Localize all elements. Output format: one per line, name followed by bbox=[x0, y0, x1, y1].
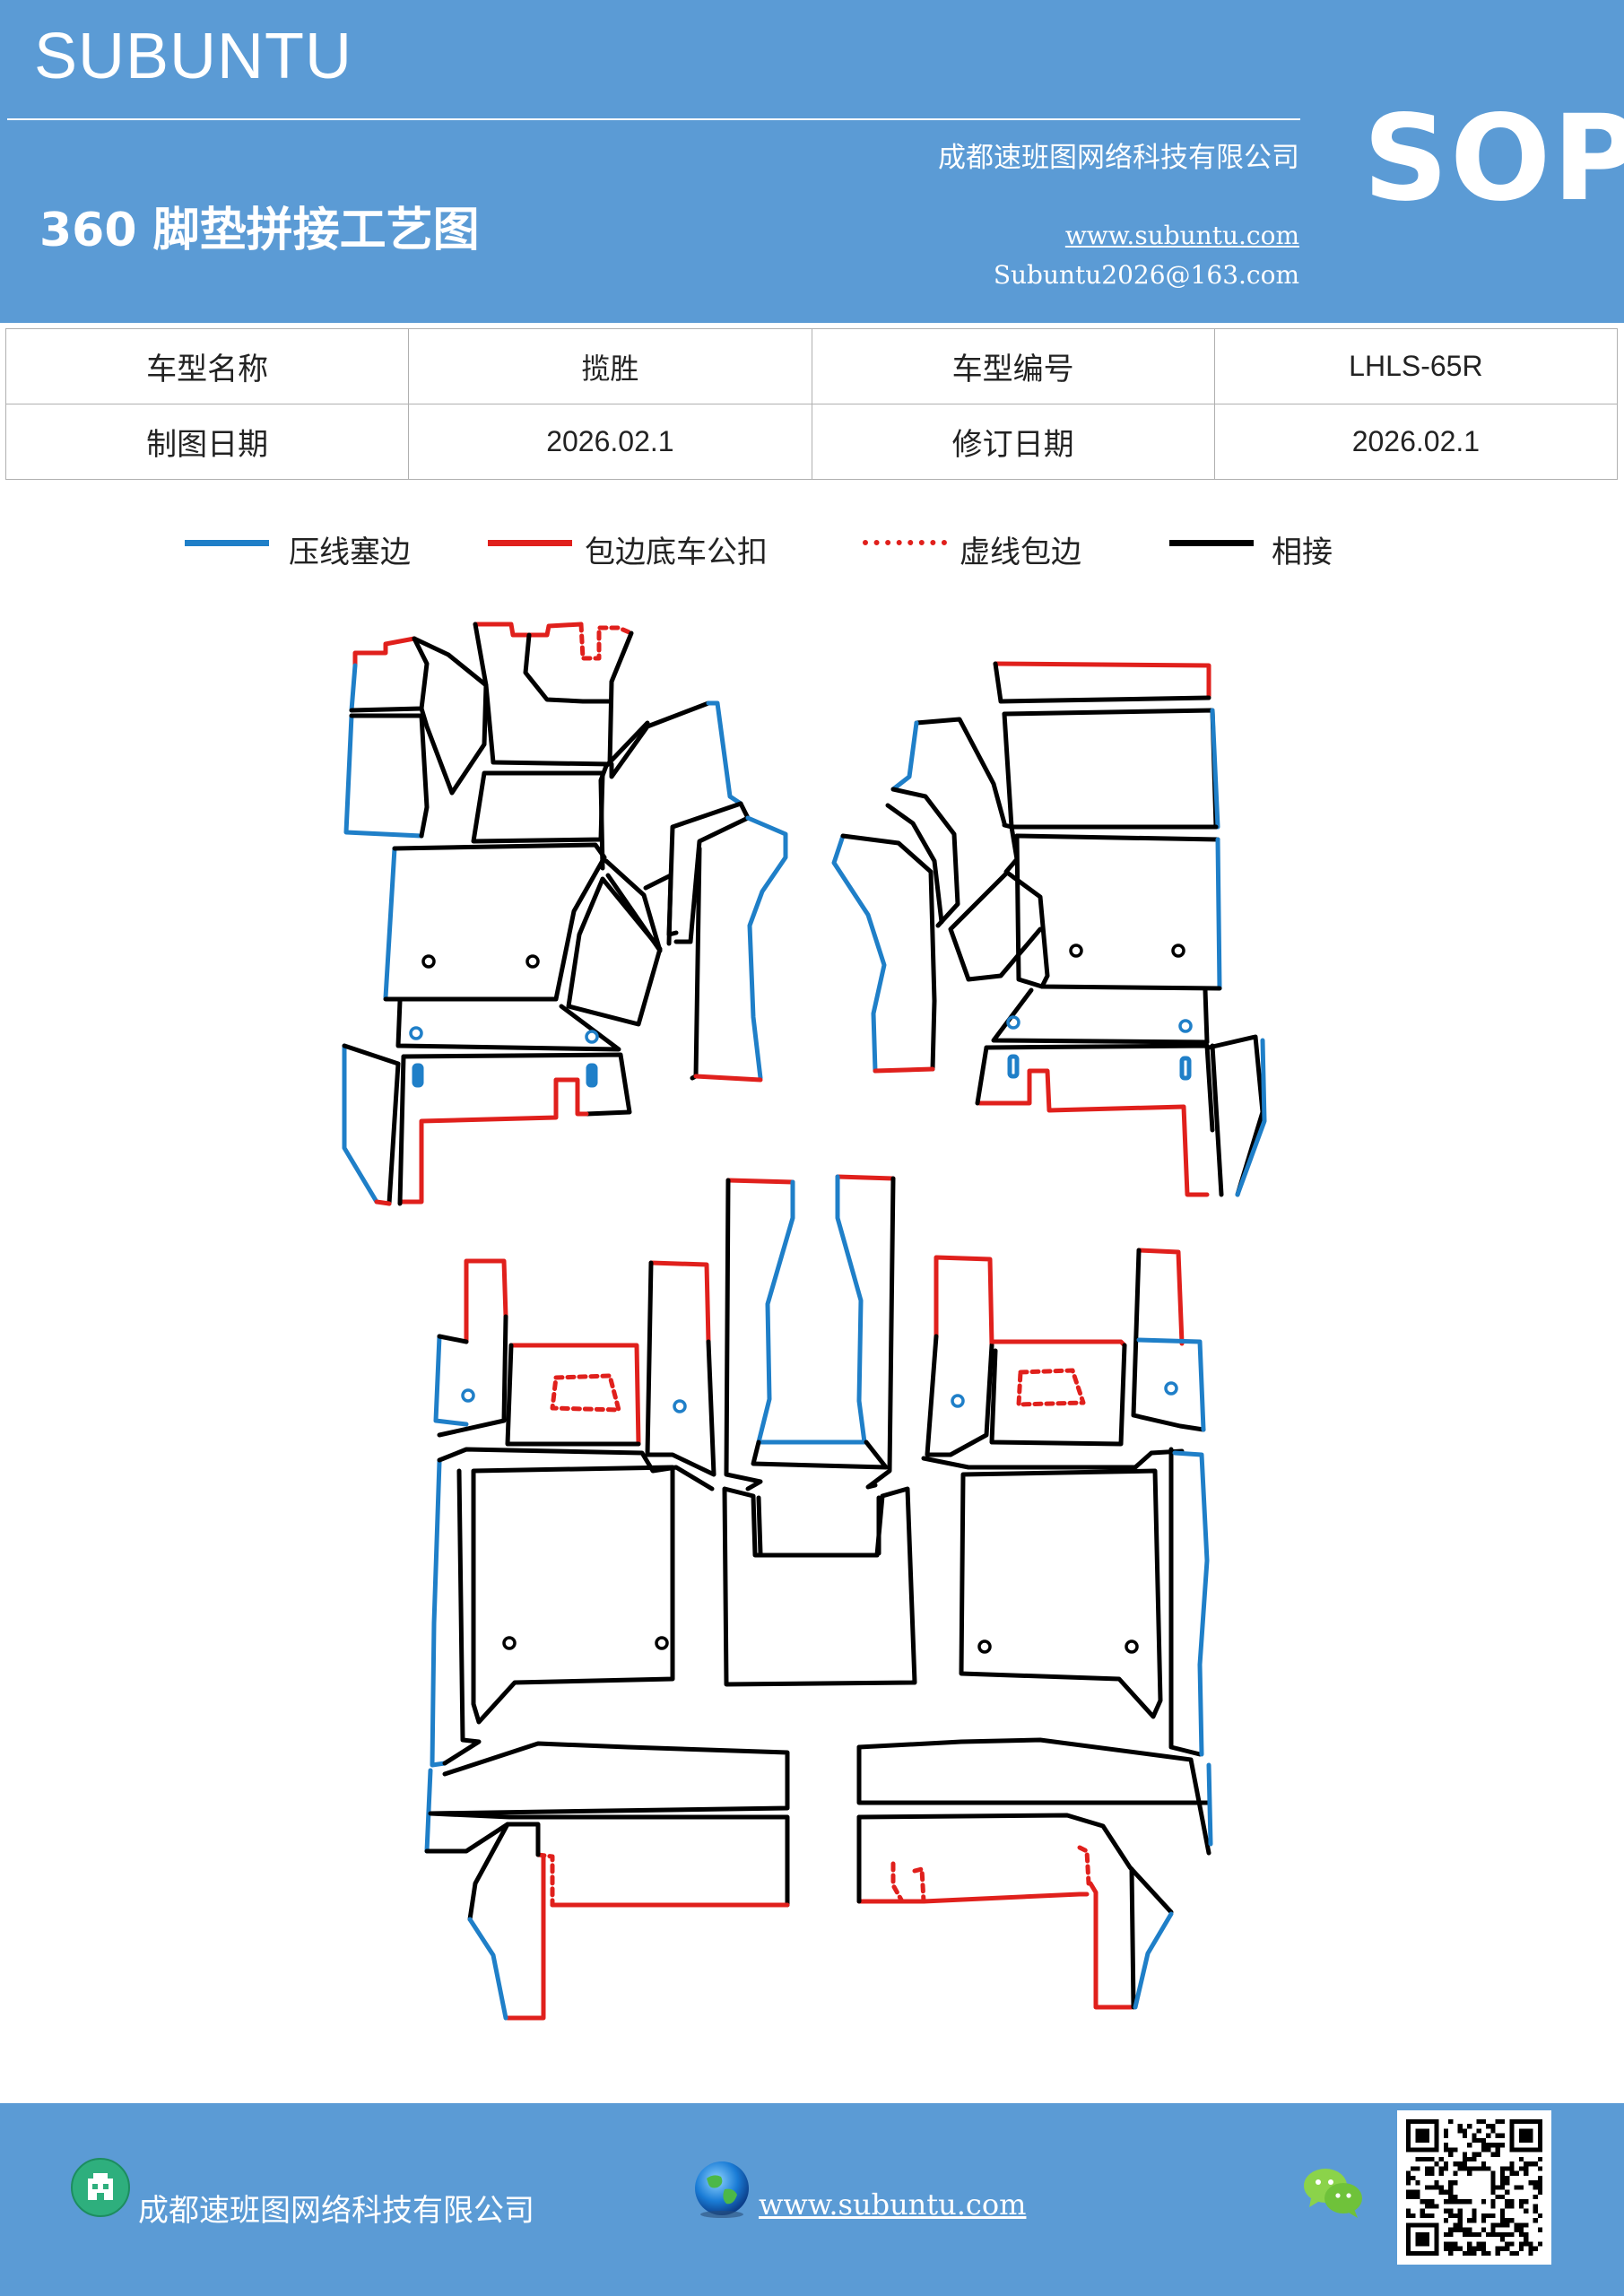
legend-label: 虚线包边 bbox=[960, 535, 1081, 570]
header-website-link[interactable]: www.subuntu.com bbox=[1064, 221, 1299, 250]
header-company: 成都速班图网络科技有限公司 bbox=[938, 142, 1299, 174]
draw-date-value: 2026.02.1 bbox=[408, 404, 812, 480]
table-row: 制图日期 2026.02.1 修订日期 2026.02.1 bbox=[4, 404, 1619, 480]
footer-website-link[interactable]: www.subuntu.com bbox=[759, 2187, 1027, 2222]
rear-center-mat bbox=[722, 1174, 917, 1687]
revise-date-label: 修订日期 bbox=[811, 404, 1215, 480]
legend-swatch bbox=[1169, 540, 1254, 546]
qr-code-pattern bbox=[1406, 2119, 1542, 2256]
rear-right-mat bbox=[856, 1248, 1213, 2010]
vehicle-info-table: 车型名称 揽胜 车型编号 LHLS-65R 制图日期 2026.02.1 修订日… bbox=[4, 328, 1619, 480]
legend-swatch bbox=[488, 540, 572, 546]
front-left-mat bbox=[342, 622, 788, 1206]
qr-code[interactable] bbox=[1397, 2110, 1551, 2265]
legend-swatch bbox=[863, 540, 947, 545]
brand-name: SUBUNTU bbox=[34, 21, 353, 92]
header-divider bbox=[7, 118, 1300, 120]
header-email[interactable]: Subuntu2026@163.com bbox=[993, 260, 1299, 290]
legend-label: 相接 bbox=[1272, 535, 1333, 570]
page-header: SUBUNTU 成都速班图网络科技有限公司 SOP 360 脚垫拼接工艺图 ww… bbox=[0, 0, 1624, 323]
edge-legend: 压线塞边 包边底车公扣 虚线包边 相接 bbox=[0, 520, 1624, 574]
wechat-icon bbox=[1304, 2169, 1362, 2218]
document-title: 360 脚垫拼接工艺图 bbox=[39, 204, 480, 257]
table-row: 车型名称 揽胜 车型编号 LHLS-65R bbox=[4, 328, 1619, 404]
footer-company: 成都速班图网络科技有限公司 bbox=[138, 2193, 534, 2229]
model-name-label: 车型名称 bbox=[4, 328, 410, 404]
draw-date-label: 制图日期 bbox=[4, 404, 410, 480]
building-icon bbox=[71, 2158, 130, 2217]
rear-left-mat bbox=[424, 1258, 790, 2021]
front-right-mat bbox=[831, 661, 1267, 1197]
model-name-value: 揽胜 bbox=[408, 328, 812, 404]
model-code-label: 车型编号 bbox=[811, 328, 1215, 404]
legend-label: 压线塞边 bbox=[289, 535, 411, 570]
legend-label: 包边底车公扣 bbox=[585, 535, 768, 570]
revise-date-value: 2026.02.1 bbox=[1213, 404, 1619, 480]
globe-icon bbox=[695, 2161, 749, 2218]
floor-mat-splicing-diagram bbox=[342, 622, 1267, 2021]
model-code-value: LHLS-65R bbox=[1213, 328, 1619, 404]
page-footer: 成都速班图网络科技有限公司 www.subuntu.com bbox=[0, 2103, 1624, 2296]
sop-badge: SOP bbox=[1363, 90, 1624, 228]
legend-swatch bbox=[185, 540, 269, 546]
